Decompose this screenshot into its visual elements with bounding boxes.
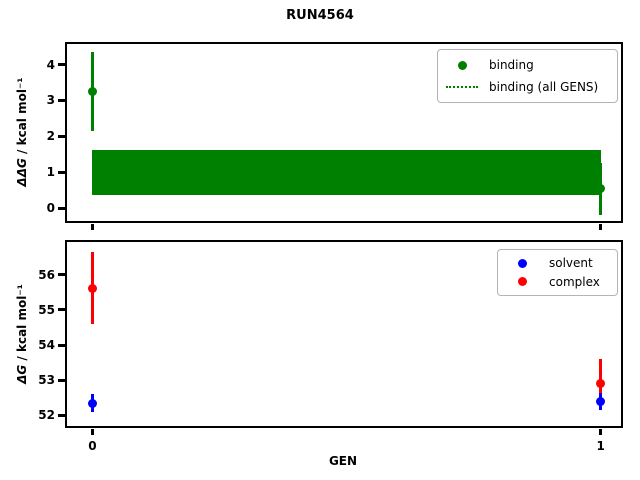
legend-label-solvent: solvent: [549, 256, 593, 271]
y-tick: [58, 378, 65, 382]
legend-item-binding-all-gens: binding (all GENS): [444, 76, 611, 98]
legend-item-complex: complex: [504, 273, 611, 292]
binding-all-gens-line-icon: [446, 86, 478, 88]
ylabel-top-units: / kcal mol⁻¹: [15, 77, 29, 159]
x-tick: [90, 428, 94, 435]
legend-swatch: [504, 258, 540, 268]
y-tick: [58, 63, 65, 66]
data-point-binding: [87, 86, 97, 96]
y-tick: [58, 343, 65, 347]
legend-item-binding: binding: [444, 54, 611, 76]
legend-bottom: solvent complex: [497, 249, 618, 296]
y-tick-label: 53: [38, 373, 55, 388]
figure-title: RUN4564: [286, 8, 354, 23]
y-tick-label: 4: [46, 57, 55, 72]
y-tick: [58, 170, 65, 174]
x-tick-label: 1: [596, 439, 605, 453]
x-tick: [599, 223, 603, 230]
data-point-binding: [596, 184, 606, 194]
data-point-complex: [87, 284, 97, 294]
data-point-complex: [596, 379, 606, 389]
y-tick-label: 3: [46, 93, 55, 108]
legend-label-complex: complex: [549, 274, 600, 289]
y-tick-label: 0: [46, 201, 55, 216]
confidence-band: [92, 149, 601, 196]
complex-marker-icon: [517, 277, 527, 287]
x-tick-label: 0: [88, 439, 97, 453]
data-point-solvent: [596, 396, 606, 406]
binding-marker-icon: [457, 60, 467, 70]
y-tick: [58, 206, 65, 210]
legend-item-solvent: solvent: [504, 254, 611, 273]
y-tick-label: 54: [38, 338, 55, 353]
legend-swatch: [444, 86, 480, 88]
legend-swatch: [504, 277, 540, 287]
y-tick: [58, 308, 65, 312]
legend-top: binding binding (all GENS): [437, 49, 618, 103]
y-tick: [58, 134, 65, 138]
legend-label-binding-all-gens: binding (all GENS): [489, 80, 599, 94]
solvent-marker-icon: [517, 258, 527, 268]
x-tick: [599, 428, 603, 435]
legend-swatch: [444, 60, 480, 70]
data-point-solvent: [87, 398, 97, 408]
y-tick: [58, 413, 65, 417]
y-tick: [58, 273, 65, 277]
y-tick-label: 55: [38, 302, 55, 317]
y-tick-label: 52: [38, 408, 55, 423]
legend-label-binding: binding: [489, 58, 534, 72]
y-tick-label: 1: [46, 165, 55, 180]
axes-bottom: solvent complex 52 53 54 55 56 0 1: [38, 240, 623, 453]
y-tick-label: 2: [46, 129, 55, 144]
axes-top: binding binding (all GENS) 0 1 2 3 4: [47, 42, 623, 230]
y-tick: [58, 98, 65, 102]
y-tick-label: 56: [38, 267, 55, 282]
x-tick: [90, 223, 94, 230]
x-axis-label: GEN: [328, 454, 358, 468]
